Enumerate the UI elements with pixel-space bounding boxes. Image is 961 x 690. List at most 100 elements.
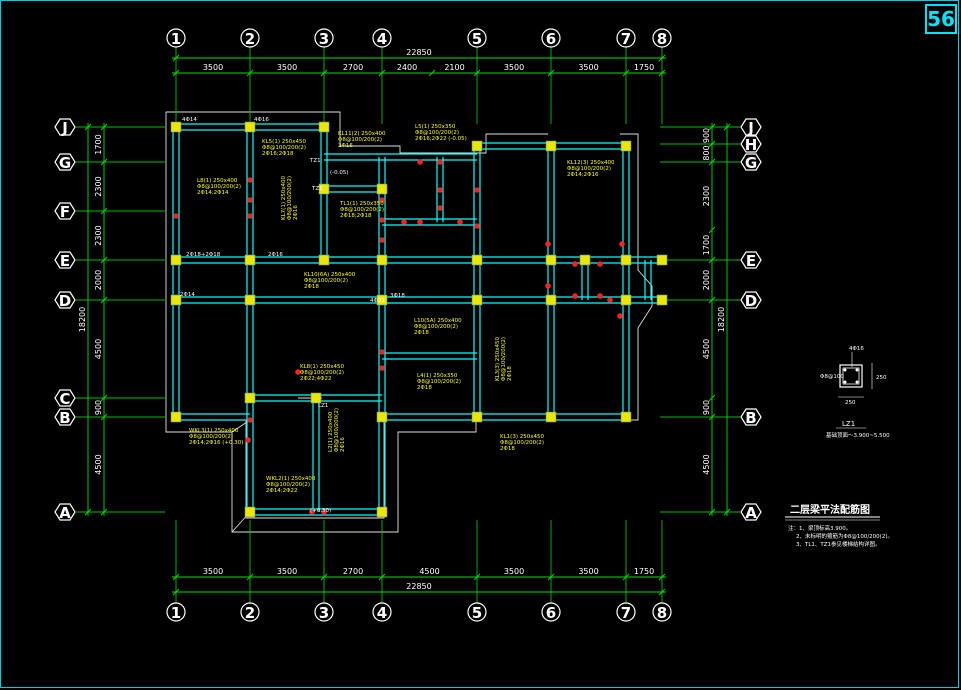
dim-tick [100,508,108,516]
beam-label: Φ8@100/200(2) [334,408,340,452]
axis-label-right: B [745,409,756,427]
beam-label: Φ8@100/200(2) [189,434,233,440]
rebar-marker [417,219,423,225]
dim-tick [100,256,108,264]
misc-label: 2Φ16 [268,252,283,258]
axis-label-left: J [61,119,68,137]
dim-tick [378,573,386,581]
rebar-marker [617,313,623,319]
column [620,294,632,306]
axis-label-top: 5 [472,30,482,48]
dim-tick [172,69,180,77]
axis-bubble-top [652,28,672,48]
axis-hex-right [740,153,762,171]
rebar-marker [379,197,385,203]
beam-label: L4(1) 250x350 [417,373,458,379]
dim-text: 3500 [578,567,598,576]
rebar-marker [545,283,551,289]
dim-tick [473,573,481,581]
note-3: 3、TL1、TZ1参见楼梯结构详图。 [796,540,881,548]
column [318,183,330,195]
misc-label: (+0.30) [310,508,331,514]
axis-label-top: 4 [377,30,387,48]
lz1-elevation: 基础顶面～3.900~5.500 [826,431,890,439]
rebar-markers [173,159,625,515]
column [170,121,182,133]
dim-tick [84,508,92,516]
dim-text: 4500 [702,454,711,474]
axis-hex-right [740,118,762,136]
column [376,506,388,518]
beam-label: Φ8@100/200(2) [262,145,306,151]
dim-tick [723,508,731,516]
axis-bubble-top [166,28,186,48]
beam-label: Φ8@100/200(2) [300,370,344,376]
misc-label: TZ1 [311,186,323,192]
dim-text: 22850 [406,48,431,57]
rebar-marker [321,509,327,515]
lz1-stirrup: Φ8@100 [820,374,844,380]
dim-tick [708,508,716,516]
dim-tick [708,413,716,421]
beam-label: TL1(1) 250x350 [339,201,384,207]
beam-label: KL3(3) 250x450 [495,337,501,381]
note-2: 2、未标明的箍筋为Φ8@100/200(2)。 [796,532,893,540]
misc-label: 2Φ18+2Φ18 [186,252,221,258]
column-detail-lz1: 4Φ16 Φ8@100 250 250 LZ1 基础顶面～3.900~5.500 [820,346,890,439]
axis-label-top: 8 [657,30,667,48]
beam-label: 2Φ16 [338,143,353,149]
beam-label: Φ8@100/200(2) [414,324,458,330]
beam-label: Φ8@100/200(2) [304,278,348,284]
dim-text: 900 [94,400,103,415]
beam-label: Φ8@100/200(2) [197,184,241,190]
column [244,254,256,266]
lz1-height: 250 [876,375,887,381]
beam-label: Φ8@100/200(2) [501,337,507,381]
beam-label: Φ8@100/200(2) [500,440,544,446]
column [656,254,668,266]
column [620,140,632,152]
axis-bubble-top [240,28,260,48]
axis-hex-left [54,389,76,407]
dim-text: 18200 [78,307,87,332]
axis-label-left: G [59,154,71,172]
rebar-marker [245,437,251,443]
rebar-marker [474,223,480,229]
column [545,140,557,152]
beam-label: 2Φ16;2Φ18 [262,151,294,157]
lz1-width: 250 [845,400,856,406]
dim-tick [84,123,92,131]
rebar-marker [437,205,443,211]
axis-bubble-bottom [616,602,636,622]
axis-hex-right [740,291,762,309]
column [471,294,483,306]
beam-label: Φ8@100/200(2) [567,166,611,172]
beam-label: Φ8@100/200(2) [340,207,384,213]
beam-label: KL8(1) 250x450 [300,364,344,370]
dim-tick [708,123,716,131]
axis-label-left: D [59,292,71,310]
beam-label: 2Φ16;2Φ22 (-0.05) [415,136,467,142]
dim-tick [723,123,731,131]
lz1-title: LZ1 [842,420,855,428]
dim-text: 3500 [203,567,223,576]
column [376,294,388,306]
column [471,411,483,423]
dim-tick [708,140,716,148]
dim-tick [246,69,254,77]
column [656,294,668,306]
column [376,254,388,266]
axis-bubble-top [467,28,487,48]
rebar-marker [401,219,407,225]
column [170,254,182,266]
axis-label-right: A [745,504,757,522]
beam-label: Φ8@100/200(2) [415,130,459,136]
dim-tick [320,69,328,77]
dim-text: 800 [702,145,711,160]
beam-label: KL5(1) 250x450 [262,139,306,145]
axis-label-bottom: 7 [621,604,631,622]
dim-tick [708,226,716,234]
axis-label-top: 6 [546,30,556,48]
